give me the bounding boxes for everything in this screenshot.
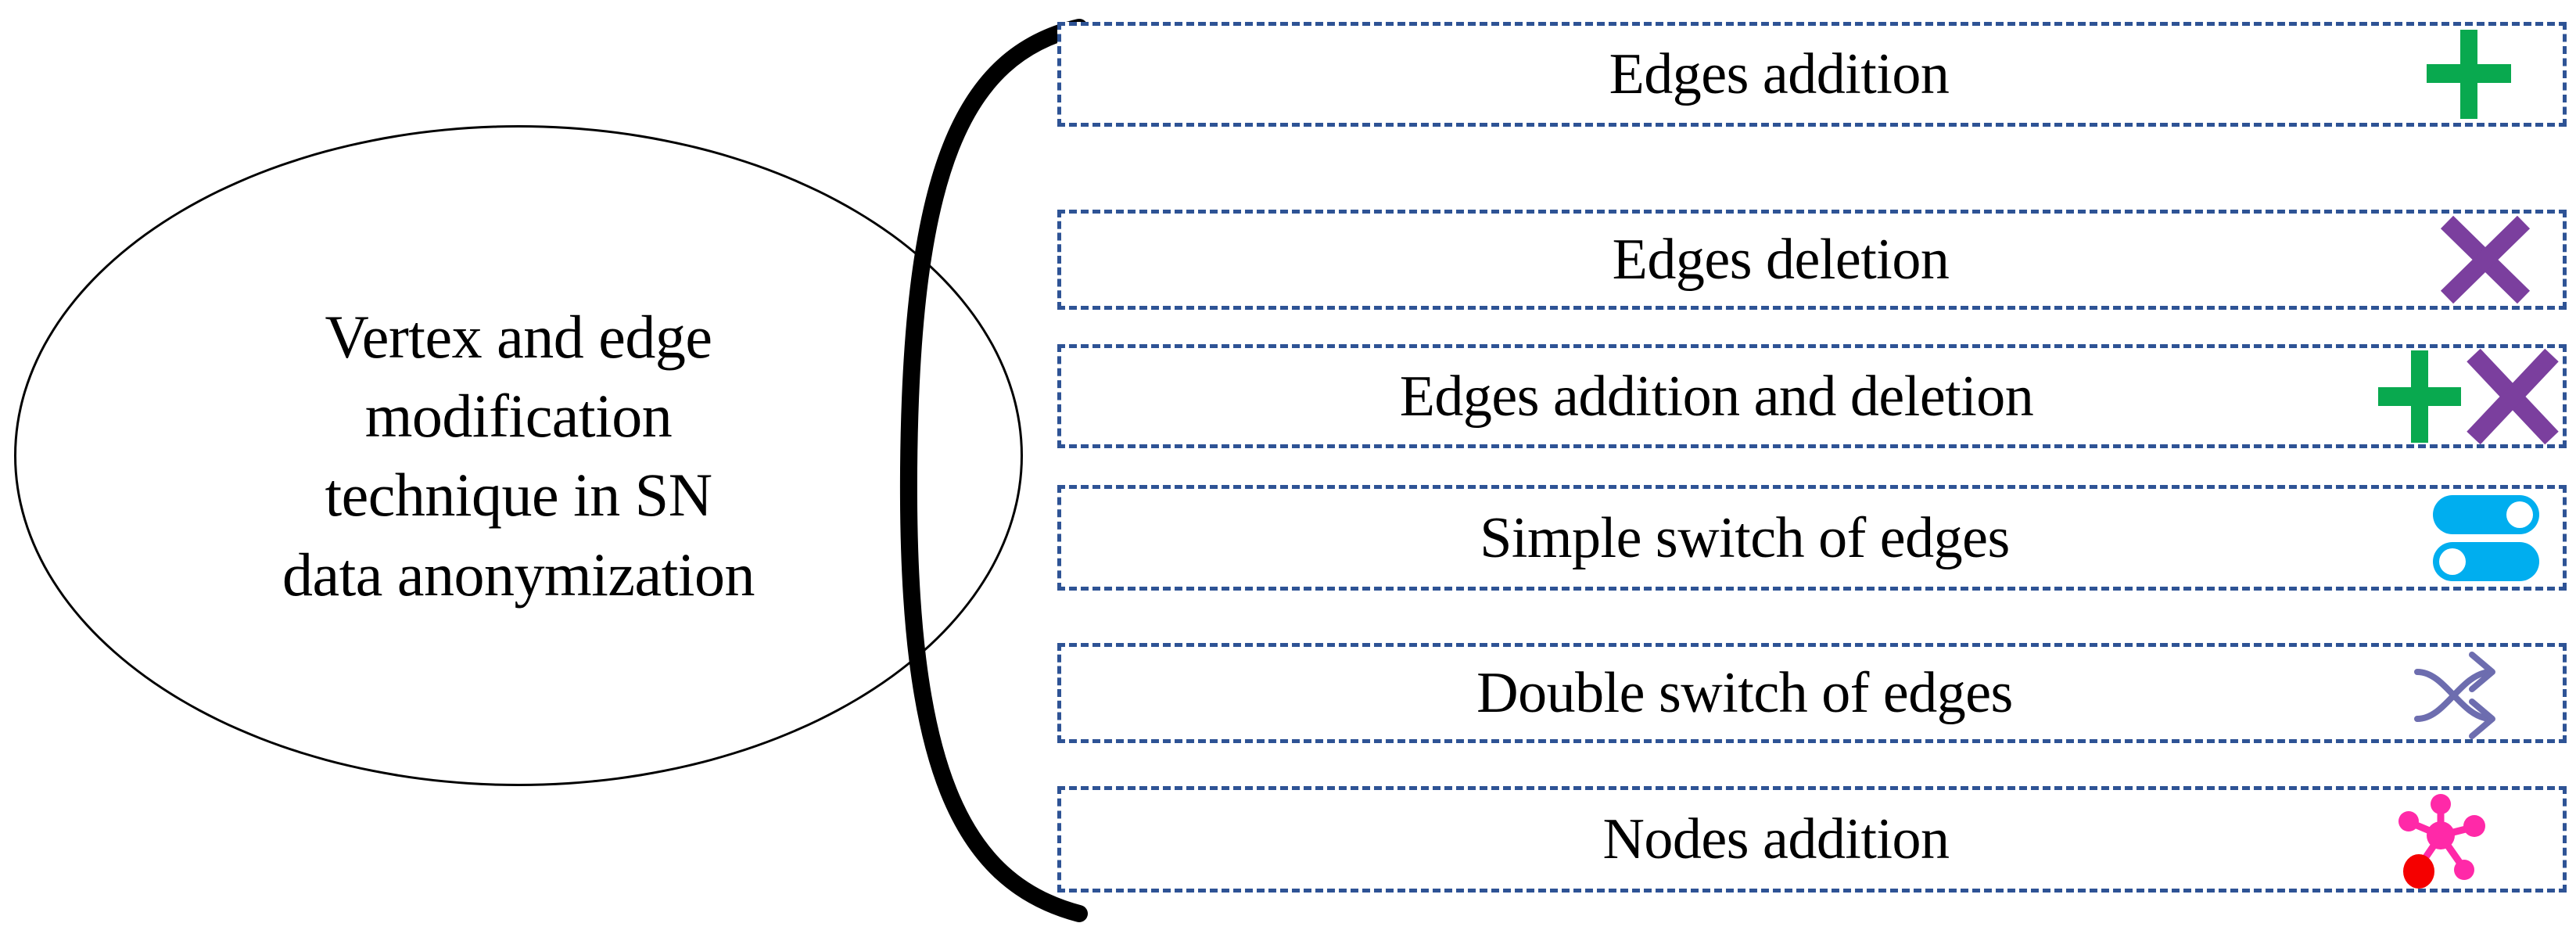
shuffle-arrows-icon: [2414, 644, 2516, 742]
plus-icon: [2422, 28, 2516, 120]
cross-x-icon: [2439, 216, 2531, 303]
list-item-label: Edges addition: [1609, 42, 1950, 106]
plus-and-cross-x-icon: [2373, 347, 2561, 446]
list-item-simple-switch-of-edges[interactable]: Simple switch of edges: [1057, 485, 2567, 591]
list-item-label: Edges addition and deletion: [1399, 364, 2034, 429]
list-item-nodes-addition[interactable]: Nodes addition: [1057, 786, 2567, 893]
list-item-label: Simple switch of edges: [1480, 505, 2010, 570]
toggle-switches-icon: [2431, 492, 2541, 584]
list-item-edges-deletion[interactable]: Edges deletion: [1057, 210, 2567, 310]
root-concept-label: Vertex and edge modification technique i…: [282, 302, 755, 609]
root-concept-node: Vertex and edge modification technique i…: [14, 125, 1023, 786]
technique-list: Edges addition Edges deletion Edges addi…: [1057, 0, 2567, 941]
list-item-edges-addition-and-deletion[interactable]: Edges addition and deletion: [1057, 344, 2567, 448]
node-graph-icon: [2397, 790, 2491, 889]
list-item-label: Nodes addition: [1602, 807, 1950, 871]
list-item-edges-addition[interactable]: Edges addition: [1057, 22, 2567, 127]
list-item-double-switch-of-edges[interactable]: Double switch of edges: [1057, 643, 2567, 743]
list-item-label: Double switch of edges: [1476, 661, 2013, 725]
list-item-label: Edges deletion: [1612, 228, 1950, 292]
